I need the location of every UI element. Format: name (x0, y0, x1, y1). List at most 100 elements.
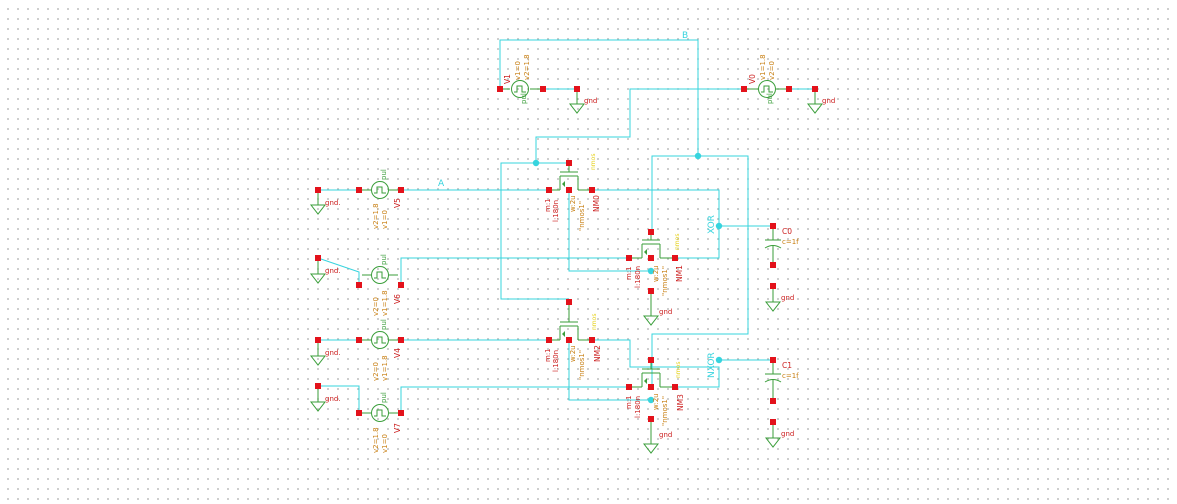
ground-nm1[interactable]: gnd (642, 293, 672, 326)
transistor-nm1[interactable]: nmos m:1 l:180n w:2u "nmos1" NM1 (625, 229, 684, 296)
transistor-nm1-m: m:1 (625, 266, 633, 280)
transistor-nm1-tag: nmos (674, 234, 681, 250)
ground-icon (806, 103, 824, 114)
transistor-nm2-w: w:2u (569, 345, 577, 362)
ground-top1-label: gnd (584, 97, 597, 105)
wire-nm2-to-nm3[interactable] (568, 340, 651, 401)
transistor-nm0-w: w:2u (569, 195, 577, 212)
wire-v7-gnd[interactable] (318, 385, 360, 413)
wire-v0-branch[interactable] (535, 88, 744, 163)
source-v4-unit: pul (380, 319, 388, 330)
transistor-nm0[interactable]: nmos m:1 l:180n w:2u "nmos1" NM0 (544, 154, 601, 231)
transistor-nm1-w: w:2u (652, 265, 660, 282)
junction-dot (532, 159, 540, 167)
ground-top2[interactable]: gnd (806, 86, 835, 114)
nmos-arrow-icon (562, 181, 565, 187)
ground-icon (764, 301, 782, 312)
transistor-nm0-model: "nmos1" (578, 201, 586, 231)
pulse-source-icon (758, 80, 776, 98)
ground-c1-label: gnd (781, 430, 794, 438)
source-v7-unit: pul (380, 392, 388, 403)
ground-icon (309, 401, 327, 412)
ground-nm3[interactable]: gnd (642, 422, 672, 454)
transistor-nm1-l: l:180n (634, 266, 642, 288)
transistor-nm1-name: NM1 (675, 265, 684, 282)
wire-nm2-nxor[interactable] (592, 339, 720, 388)
source-v4[interactable]: pul v2=0 v1=1.8 V4 (356, 319, 404, 381)
ground-c0[interactable]: gnd (764, 283, 794, 312)
transistor-nm2[interactable]: nmos m:1 l:180n w:2u "nmos1" NM2 (544, 299, 602, 380)
wire-left-bus[interactable] (500, 162, 569, 300)
transistor-nm3[interactable]: nmos m:1 l:180n w:2u "nmos1" NM3 (625, 357, 685, 426)
ground-v4[interactable]: gnd. (309, 337, 341, 366)
ground-c1[interactable]: gnd (764, 419, 794, 448)
source-v5-name: V5 (393, 198, 402, 208)
junction-dot (715, 356, 723, 364)
source-v7[interactable]: pul v2=1.8 v1=0 V7 (356, 392, 404, 453)
junction-dot (715, 222, 723, 230)
source-v6-v2: v2=0 (372, 297, 380, 316)
transistor-nm1-model: "nmos1" (661, 266, 669, 296)
source-v1-v2: v2=1.8 (523, 54, 531, 80)
net-label-a: A (438, 179, 445, 189)
transistor-nm2-model: "nmos1" (578, 350, 586, 380)
transistor-nm3-model: "nmos1" (661, 396, 669, 426)
source-v1-unit: pul (520, 93, 528, 104)
source-v4-v2: v2=0 (372, 362, 380, 381)
ground-nm1-label: gnd (659, 308, 672, 316)
ground-top1[interactable]: gnd (568, 86, 597, 114)
ground-v5[interactable]: gnd. (309, 187, 341, 215)
pulse-wave-icon (374, 336, 386, 344)
nm1-bulk-pin[interactable] (648, 288, 654, 294)
ground-v6-label: gnd. (325, 267, 341, 275)
wire-nm0-drain-xor[interactable] (592, 189, 720, 259)
wire-layer (317, 39, 815, 413)
ground-icon (568, 103, 586, 114)
pulse-source-icon (371, 404, 389, 422)
source-v5-unit: pul (380, 169, 388, 180)
transistor-nm3-tag: nmos (675, 362, 682, 378)
source-v0-v1: v1=1.8 (759, 54, 767, 80)
source-v0[interactable]: V0 v1=1.8 v2=0 pul (741, 54, 792, 104)
ground-icon (642, 315, 660, 326)
source-v5-v1: v1=0 (381, 210, 389, 229)
ground-c0-label: gnd (781, 294, 794, 302)
wire-b-top-loop[interactable] (499, 39, 699, 156)
pulse-source-icon (371, 331, 389, 349)
ground-v7[interactable]: gnd. (309, 383, 341, 412)
net-label-b: B (682, 31, 688, 41)
capacitor-c0-name: C0 (782, 227, 792, 236)
wire-v6-nm1[interactable] (400, 257, 629, 285)
capacitor-c1-value: c=1f (782, 372, 799, 380)
transistor-nm2-name: NM2 (593, 345, 602, 362)
source-v5[interactable]: pul v2=1.8 v1=0 V5 (356, 169, 404, 229)
source-v6[interactable]: pul v2=0 v1=1.8 V6 (356, 254, 404, 316)
source-v1-name: V1 (503, 74, 512, 84)
source-v4-name: V4 (393, 348, 402, 358)
wire-v6-gnd[interactable] (317, 257, 360, 285)
junction-layer (532, 152, 723, 404)
pulse-source-icon (371, 181, 389, 199)
transistor-nm2-tag: nmos (591, 314, 598, 330)
transistor-nm0-m: m:1 (544, 198, 552, 212)
capacitor-c1[interactable]: C1 c=1f (764, 357, 799, 404)
ground-v6[interactable]: gnd. (309, 255, 341, 284)
wire-b-to-nm3-drain-leg[interactable] (651, 155, 698, 232)
wire-b-to-nm1-gate[interactable] (651, 155, 749, 387)
capacitor-c0[interactable]: C0 c=1f (764, 223, 799, 268)
ground-v7-label: gnd. (325, 395, 341, 403)
pulse-wave-icon (761, 85, 773, 93)
source-v6-unit: pul (380, 254, 388, 265)
source-v1[interactable]: V1 v1=0 v2=1.8 pul (497, 54, 546, 104)
ground-top2-label: gnd (822, 97, 835, 105)
source-v7-v1: v1=0 (381, 434, 389, 453)
nmos-arrow-icon (644, 249, 647, 255)
wire-v7-nm3[interactable] (400, 386, 629, 413)
ground-icon (309, 273, 327, 284)
wire-nm0-to-nm1[interactable] (568, 190, 651, 272)
pulse-wave-icon (514, 85, 526, 93)
source-v0-v2: v2=0 (768, 61, 776, 80)
source-v0-unit: pul (766, 93, 774, 104)
pulse-wave-icon (374, 186, 386, 194)
